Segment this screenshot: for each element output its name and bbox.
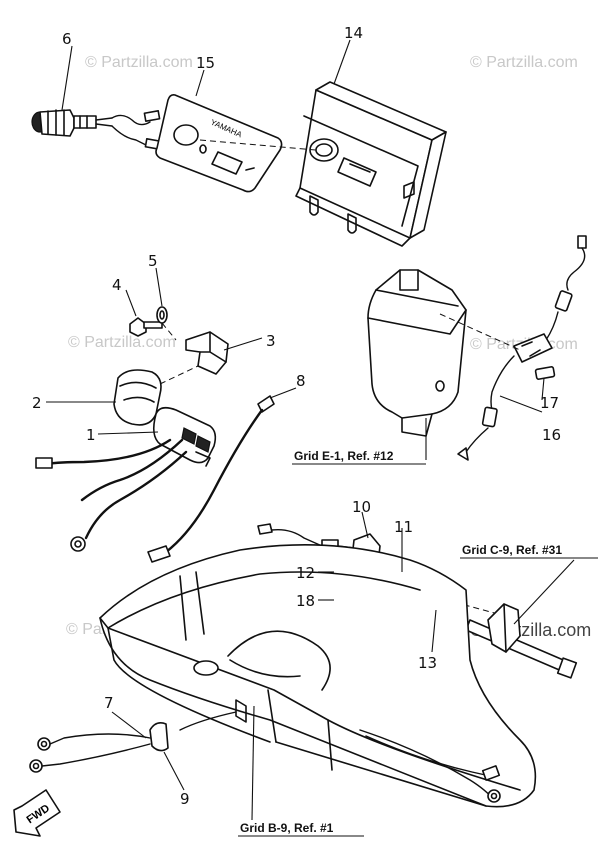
part-15-panel-plate: YAMAHA [155,94,283,193]
ref-grid-e1: Grid E-1, Ref. #12 [294,449,394,463]
leader-8 [269,387,297,399]
grid-b9-harness-right [359,729,501,803]
callout-8: 8 [296,372,306,390]
assembly-line-5-3 [161,322,177,341]
watermark-top-right: © Partzilla.com [470,54,578,71]
grid-e1-box [367,269,467,437]
callout-6: 6 [62,30,72,48]
leader-4 [125,289,137,317]
part-17-sleeve [534,366,556,380]
leader-14 [333,39,351,85]
part-5-washer [156,306,168,324]
callout-3: 3 [266,332,276,350]
callout-16: 16 [542,426,561,444]
callout-10: 10 [352,498,371,516]
part-2-holder [113,369,162,426]
part-7-wire-harness [29,711,237,773]
leader-grid-c9 [513,559,575,625]
assembly-line-2-3 [159,365,199,385]
reference-labels: Grid E-1, Ref. #12 Grid C-9, Ref. #31 Gr… [238,449,598,837]
part-3-bracket [185,331,229,375]
part-1-starter-relay [35,406,217,552]
leader-1 [97,431,159,435]
callout-15: 15 [196,54,215,72]
watermark-top-left: © Partzilla.com [85,54,193,71]
leader-lines [46,39,545,821]
ref-grid-c9: Grid C-9, Ref. #31 [462,543,562,557]
callout-11: 11 [394,518,413,536]
leader-15 [195,69,205,97]
part-6-stop-switch [31,109,113,137]
callout-14: 14 [344,24,363,42]
callout-13: 13 [418,654,437,672]
leader-9 [163,751,185,791]
watermark-mid-left: © Partzilla.com [68,334,176,351]
leader-3 [223,337,263,351]
callout-17: 17 [540,394,559,412]
callout-18: 18 [296,592,315,610]
leader-grid-b9 [251,705,255,821]
leader-7 [111,711,147,739]
leader-6 [61,45,73,111]
leader-13 [431,609,437,653]
callout-9: 9 [180,790,190,808]
callout-2: 2 [32,394,42,412]
leader-17 [541,377,545,401]
ref-grid-b9: Grid B-9, Ref. #1 [240,821,334,835]
part-4-bolt [129,317,163,337]
fwd-arrow: FWD [13,789,61,837]
leader-5 [155,267,163,307]
leader-16 [499,395,543,413]
leader-10 [361,511,369,539]
callout-7: 7 [104,694,114,712]
callout-4: 4 [112,276,122,294]
part-8-lead-wire [147,395,275,563]
callout-5: 5 [148,252,158,270]
callout-numbers: 6 15 14 5 4 3 8 2 1 17 16 10 11 12 18 13… [32,24,561,808]
bottom-cowling [99,544,537,808]
assembly-line-13-shaft [453,601,499,615]
callout-1: 1 [86,426,96,444]
assembly-line-16-box [439,313,521,351]
part-14-switch-panel-box [295,81,447,247]
grid-c9-shaft [465,603,578,679]
part-15-wire-connectors [111,110,162,150]
callout-12: 12 [296,564,315,582]
part-16-extension-wire [457,235,587,461]
